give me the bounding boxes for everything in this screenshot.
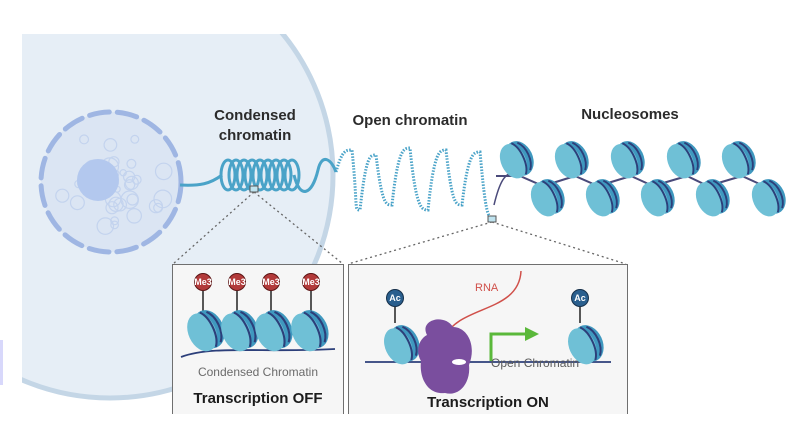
zoom-marker-open [487, 215, 497, 223]
chromatin-loop [123, 179, 136, 191]
nucleolus [77, 159, 119, 201]
chromatin-loop [96, 217, 115, 235]
nucleosome [530, 179, 565, 217]
label-open-chromatin: Open chromatin [352, 112, 468, 129]
nucleosome [721, 141, 756, 179]
tss-arrow [489, 332, 527, 361]
inset-off-subtitle: Condensed Chromatin [197, 365, 319, 379]
chromatin-loop [55, 188, 70, 203]
chromatin-loop [130, 134, 140, 144]
coil-loop [219, 158, 237, 192]
me3-mark: Me3 [262, 273, 280, 291]
me3-mark: Me3 [302, 273, 320, 291]
coil-loop [235, 158, 253, 192]
chromatin-loop [69, 195, 85, 211]
acetylated-nucleosome [384, 325, 420, 365]
coil-loop [227, 158, 245, 192]
ac-mark: Ac [386, 289, 404, 307]
label-condensed-line1: Condensed [214, 107, 296, 124]
nucleosome [554, 141, 589, 179]
side-tab[interactable] [0, 340, 3, 385]
chromatin-loop [126, 158, 137, 169]
nucleosome [585, 179, 620, 217]
chromatin-loop [119, 168, 127, 177]
label-nucleosomes: Nucleosomes [581, 106, 679, 123]
label-condensed-line2: chromatin [218, 127, 292, 144]
tss-arrowhead [525, 327, 539, 341]
coil-loop [283, 158, 301, 192]
label-condensed-chromatin: Condensed chromatin [205, 106, 305, 146]
coil-loop [267, 158, 285, 192]
chromatin-loop [126, 193, 139, 206]
nucleosome [666, 141, 701, 179]
chromatin-loop [79, 134, 90, 145]
chromatin-loop [124, 175, 139, 190]
ac-mark: Ac [571, 289, 589, 307]
coil-loop [251, 158, 269, 192]
chromatin-loop [103, 137, 118, 152]
zoom-marker-condensed [249, 185, 259, 193]
polymerase-dna-channel [452, 359, 466, 365]
coil-loop [275, 158, 293, 192]
nuclear-envelope [38, 109, 184, 255]
chromatin-loop [105, 201, 119, 215]
coil-loop [259, 158, 277, 192]
chromatin-loop [154, 162, 173, 181]
inset-on-title: Transcription ON [427, 394, 549, 411]
nucleosome-chain [496, 141, 786, 217]
fiber-transition [292, 158, 338, 193]
chromatin-fiber [179, 146, 513, 220]
condensed-nucleosome [221, 310, 259, 352]
nucleosome [751, 179, 786, 217]
nucleosome [499, 141, 534, 179]
inset-off-title: Transcription OFF [193, 390, 323, 407]
chromatin-loop [110, 216, 120, 226]
inset-transcription-off: Me3 Me3 Me3 Me3 Condensed Chromatin Tran… [172, 264, 344, 414]
nucleus [38, 109, 184, 255]
rna-label: RNA [475, 282, 499, 294]
inset-transcription-on: Ac Ac RNA Open Chromatin Transcription O… [348, 264, 628, 414]
condensed-nucleosome [187, 310, 225, 352]
open-chromatin-strand [334, 146, 495, 220]
zoom-guides [172, 191, 627, 265]
chromatin-loop [108, 196, 124, 212]
chromatin-loop [110, 220, 119, 230]
rna-polymerase [418, 319, 472, 394]
chromatin-loop [126, 208, 142, 224]
open-chromatin-art [365, 270, 611, 394]
me3-mark: Me3 [228, 273, 246, 291]
condensed-nucleosome [291, 310, 329, 352]
rna-strand [444, 270, 522, 338]
condensed-nucleosomes-art [180, 291, 336, 358]
me3-mark: Me3 [194, 273, 212, 291]
fiber-linker [179, 173, 223, 187]
nucleosome [695, 179, 730, 217]
condensed-nucleosome [255, 310, 293, 352]
nucleosome [640, 179, 675, 217]
chromatin-loop [153, 202, 164, 213]
inset-on-subtitle: Open Chromatin [491, 356, 580, 370]
chromatin-loop [131, 174, 142, 185]
nucleosome [610, 141, 645, 179]
acetylated-nucleosome [568, 325, 604, 365]
